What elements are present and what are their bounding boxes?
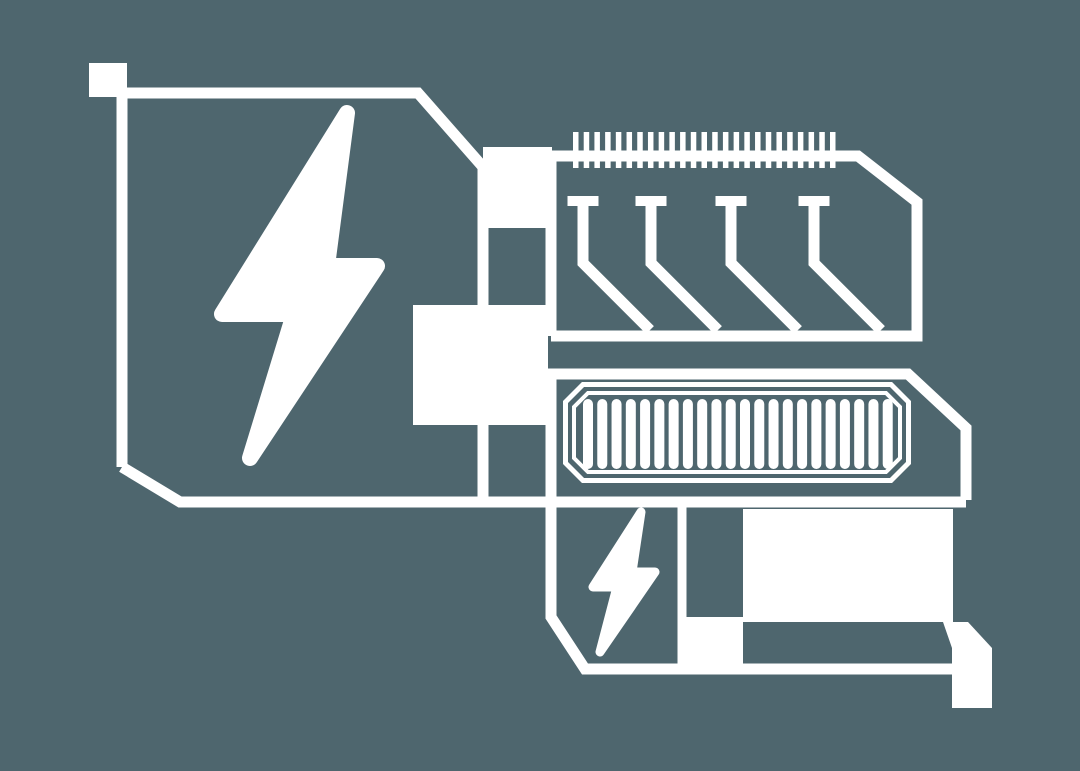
heatsink-fin xyxy=(605,132,611,168)
grille-slat xyxy=(725,399,736,469)
card-bottom-band xyxy=(119,462,966,508)
heatsink-fin xyxy=(647,132,654,168)
large-lightning-bolt-icon xyxy=(214,105,385,466)
heatsink-fin xyxy=(819,132,825,168)
connector-block xyxy=(743,509,953,622)
bridge-block-upper xyxy=(483,147,552,228)
heatsink-fin xyxy=(680,132,686,168)
grille-slat xyxy=(597,399,608,469)
grille-frame-inner xyxy=(572,391,902,474)
grille-slat xyxy=(711,399,722,469)
heatsink-fin xyxy=(765,132,772,168)
grille-slat xyxy=(854,399,865,469)
grille-slat xyxy=(640,399,651,469)
grille-slat xyxy=(654,399,665,469)
heatsink-fin xyxy=(776,132,782,168)
small-lightning-bolt-icon xyxy=(588,507,660,657)
heatsink-fins xyxy=(573,132,836,168)
grille-slat xyxy=(868,399,879,469)
grille-slat xyxy=(682,399,693,469)
heatsink-fin xyxy=(797,132,804,168)
bridge-block-square xyxy=(413,305,548,425)
heatsink-fin xyxy=(658,132,665,168)
grille-slat xyxy=(882,399,893,469)
grille-slat xyxy=(811,399,822,469)
heatsink-fin xyxy=(594,132,600,168)
grille-slat xyxy=(754,399,765,469)
connector-foot-diagonal xyxy=(943,622,992,648)
grille-slats xyxy=(583,399,893,469)
grille-slat xyxy=(782,399,793,469)
heatsink-fin xyxy=(637,132,643,168)
heatsink-fin xyxy=(808,132,815,168)
grille-slat xyxy=(839,399,850,469)
grille-slat xyxy=(583,399,593,469)
grille-slat xyxy=(797,399,808,469)
grille-frame-outer xyxy=(563,382,911,483)
heatsink-fin xyxy=(733,132,740,168)
heatsink-fin xyxy=(744,132,750,168)
grille-slat xyxy=(768,399,779,469)
grille-slat xyxy=(668,399,679,469)
heat-pipes-panel-outline xyxy=(545,150,923,342)
exhaust-grille-panel-outline xyxy=(545,368,972,500)
connector-notch-fill xyxy=(686,617,743,667)
card-body-outline xyxy=(116,87,489,500)
heat-pipes xyxy=(567,196,885,334)
power-section-outline xyxy=(545,507,953,675)
heat-pipe xyxy=(645,201,722,334)
heatsink-fin xyxy=(626,132,633,168)
heatsink-fin xyxy=(690,132,697,168)
heatsink-fin xyxy=(722,132,729,168)
heatsink-fin xyxy=(755,132,761,168)
heatsink-fin xyxy=(573,132,579,168)
grille-slat xyxy=(625,399,636,469)
heat-pipe xyxy=(725,201,802,334)
grille-slat xyxy=(611,399,622,469)
heatsink-fin xyxy=(669,132,675,168)
heatsink-fin xyxy=(830,132,836,168)
heatsink-fin xyxy=(583,132,590,168)
heatsink-fin xyxy=(701,132,707,168)
heat-pipe xyxy=(808,201,885,334)
heatsink-fin xyxy=(615,132,622,168)
grille-slat xyxy=(825,399,836,469)
grille-slat xyxy=(697,399,708,469)
heatsink-fin xyxy=(712,132,718,168)
connector-foot xyxy=(952,648,992,708)
grille-slat xyxy=(740,399,750,469)
heat-pipe xyxy=(577,201,654,334)
heatsink-fin xyxy=(787,132,793,168)
